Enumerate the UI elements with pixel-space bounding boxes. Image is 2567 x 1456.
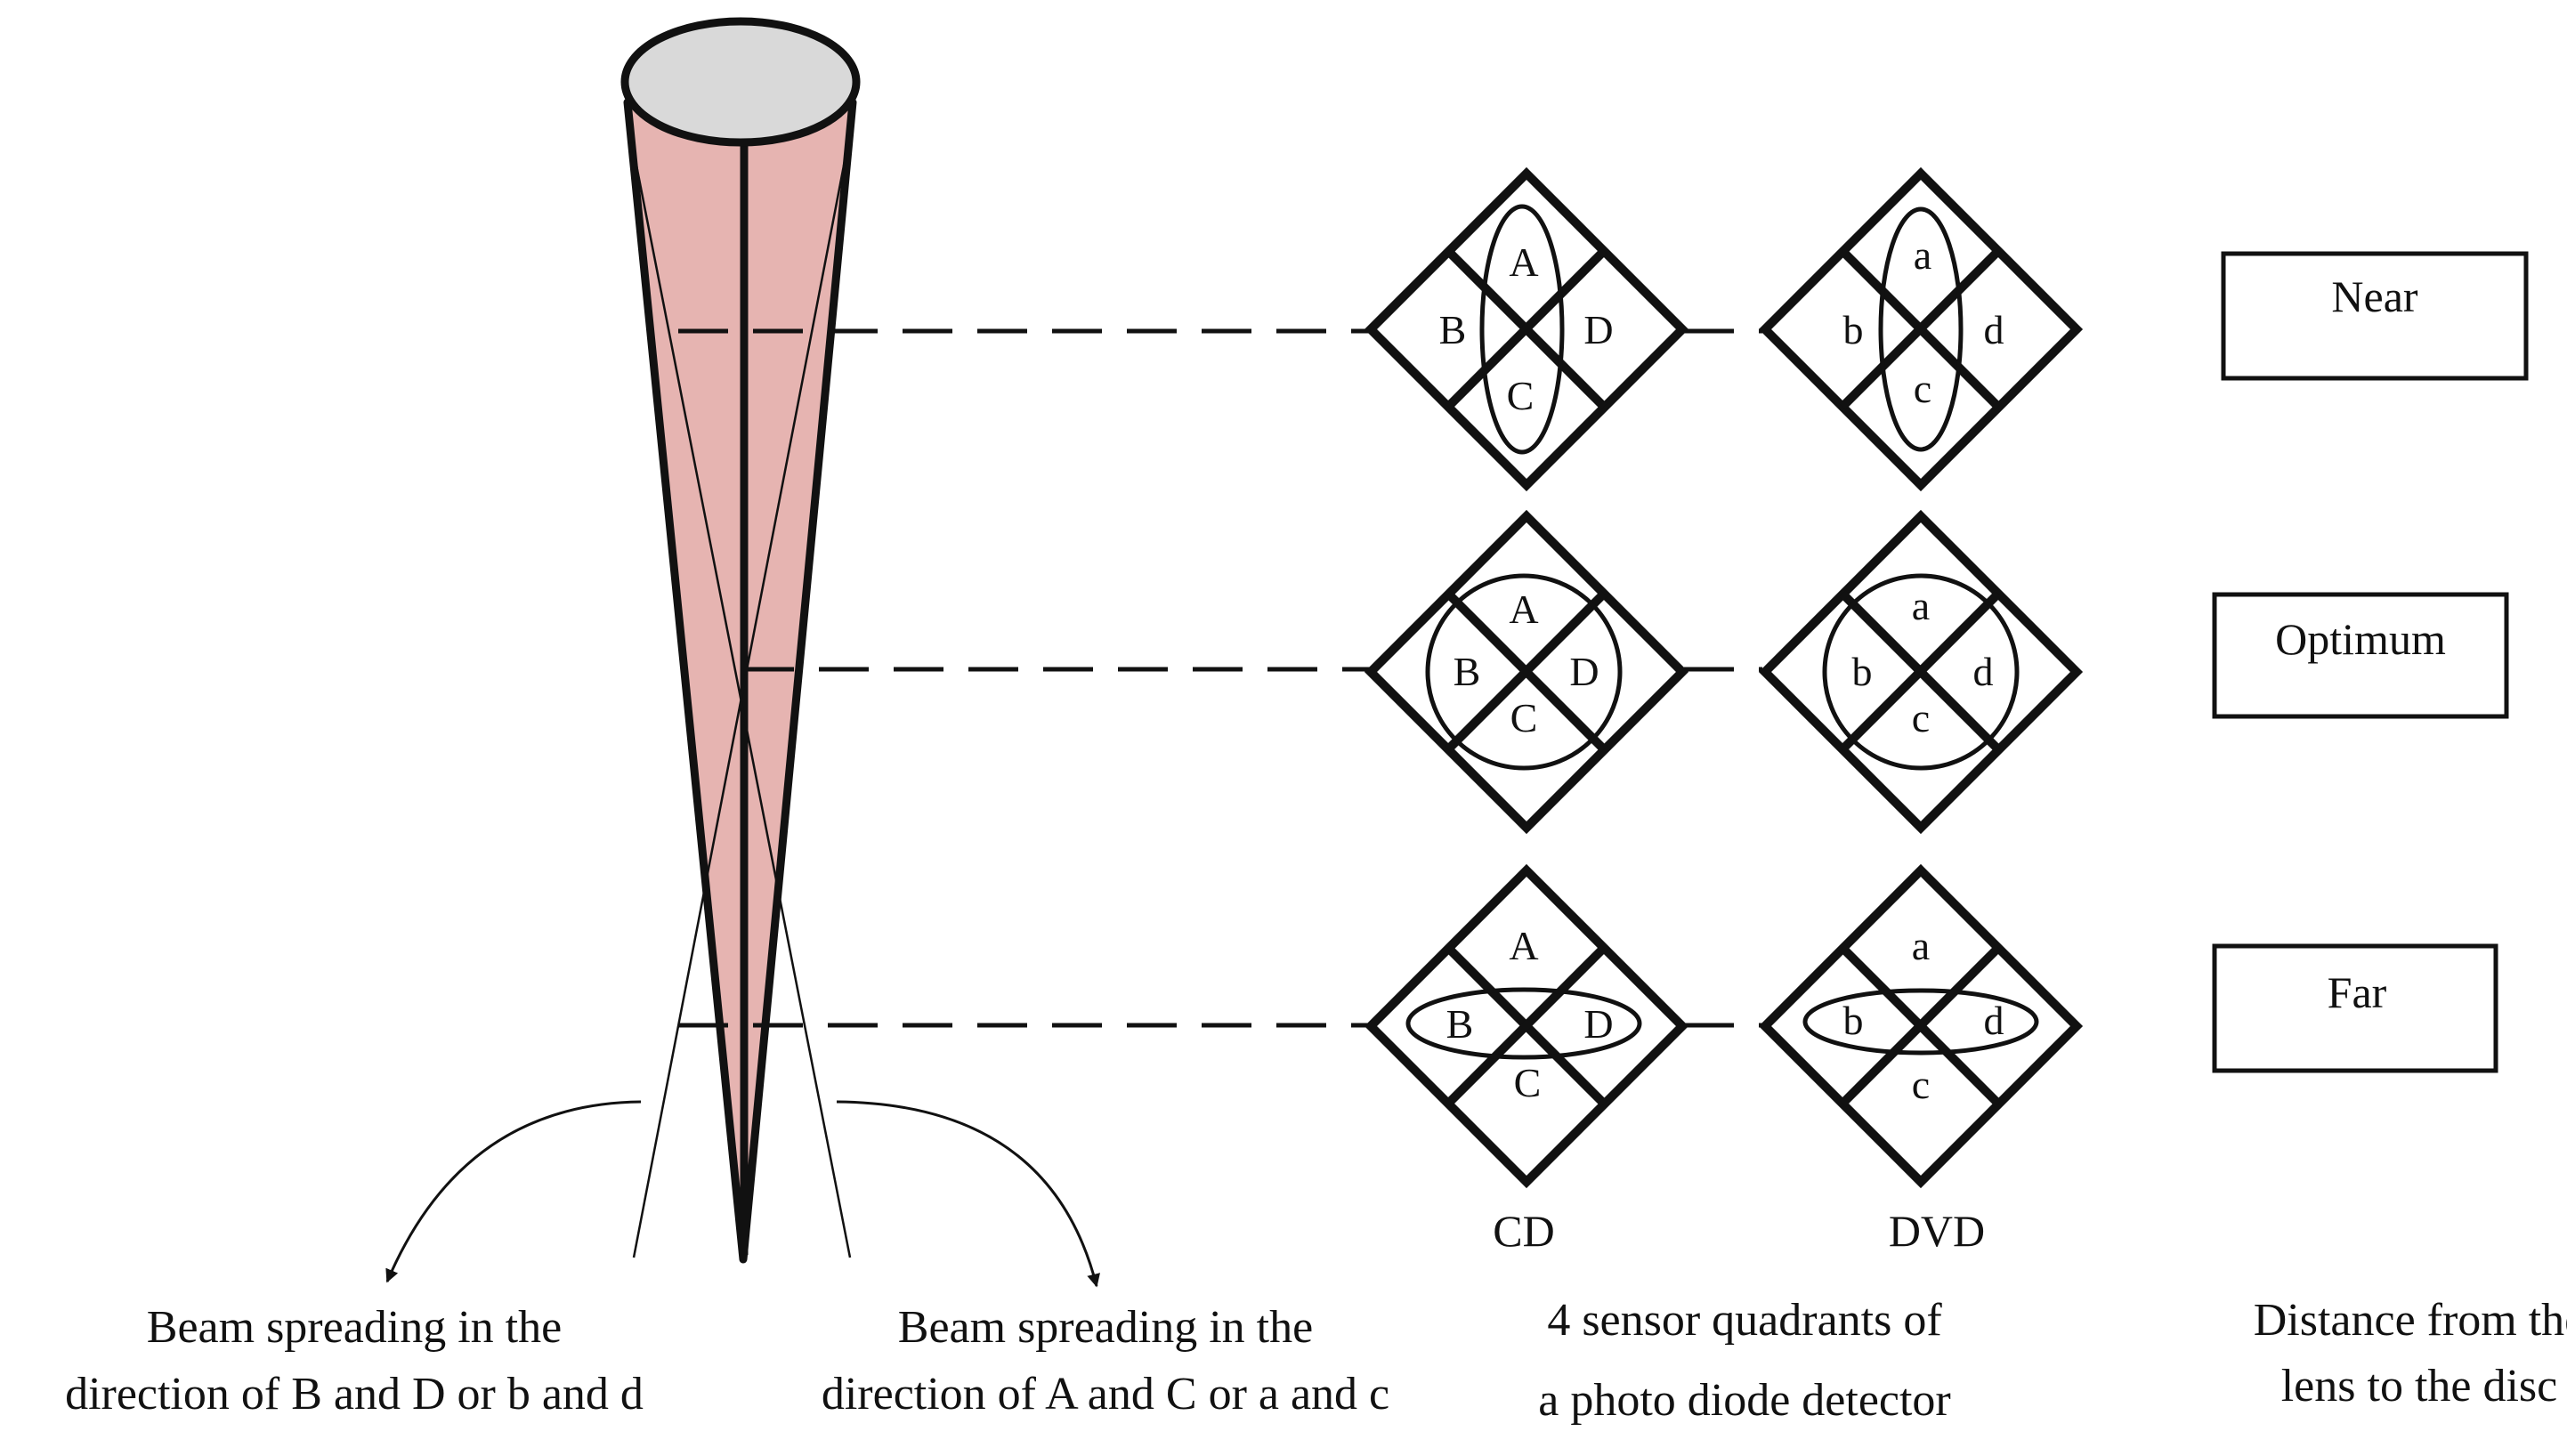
quadrant-label-right: D xyxy=(1583,307,1613,352)
column-label-cd: CD xyxy=(1493,1206,1554,1256)
detector-dvd-far: a b d c xyxy=(1758,863,2084,1189)
arrow-bd xyxy=(385,1100,642,1283)
far-label: Far xyxy=(2328,967,2387,1017)
quadrant-label-right: D xyxy=(1569,649,1599,694)
beam-spot-circle xyxy=(1822,573,2020,771)
quadrant-label-bottom: c xyxy=(1914,366,1931,411)
quadrant-label-bottom: C xyxy=(1507,373,1535,418)
quadrant-label-bottom: c xyxy=(1912,1062,1930,1107)
beam-spot-vertical xyxy=(1878,206,1964,452)
near-label: Near xyxy=(2331,271,2417,321)
quadrant-label-top: A xyxy=(1509,923,1538,968)
quadrant-label-right: d xyxy=(1973,649,1994,694)
near-label-box xyxy=(2221,251,2529,381)
quadrant-label-right: d xyxy=(1984,998,2004,1043)
quadrant-label-top: a xyxy=(1912,923,1930,968)
caption-ac-line1: Beam spreading in the xyxy=(898,1302,1313,1353)
caption-sensor-line1: 4 sensor quadrants of xyxy=(1547,1295,1942,1346)
quadrant-label-top: a xyxy=(1914,232,1931,278)
beam-spot-vertical xyxy=(1479,204,1565,455)
caption-distance-line1: Distance from the xyxy=(2254,1295,2567,1346)
quadrant-label-bottom: C xyxy=(1514,1060,1542,1105)
quadrant-label-top: A xyxy=(1509,586,1538,632)
detector-dvd-optimum: a b d c xyxy=(1758,509,2084,835)
quadrant-label-bottom: C xyxy=(1510,695,1538,740)
optimum-label: Optimum xyxy=(2275,614,2446,664)
quadrant-label-left: b xyxy=(1843,998,1864,1043)
quadrant-label-left: B xyxy=(1454,649,1481,694)
detector-cd-optimum: A B D C xyxy=(1364,509,1689,835)
quadrant-label-right: d xyxy=(1984,307,2004,352)
connector-lines xyxy=(678,328,1762,1028)
quadrant-label-left: B xyxy=(1439,307,1467,352)
detector-cd-far: A B D C xyxy=(1364,863,1689,1189)
quadrant-label-right: D xyxy=(1583,1001,1613,1047)
beam-spot-horizontal xyxy=(1802,988,2039,1056)
laser-beam xyxy=(620,17,861,1264)
detector-dvd-near: a b d c xyxy=(1758,166,2084,492)
spread-arrows xyxy=(385,1100,1100,1288)
caption-bd-line1: Beam spreading in the xyxy=(147,1302,562,1353)
quadrant-label-bottom: c xyxy=(1912,695,1930,740)
quadrant-label-top: A xyxy=(1509,239,1538,285)
caption-sensor-line2: a photo diode detector xyxy=(1538,1375,1951,1426)
quadrant-label-left: b xyxy=(1852,649,1873,694)
quadrant-label-top: a xyxy=(1912,583,1930,628)
quadrant-label-left: b xyxy=(1843,307,1864,352)
far-label-box xyxy=(2212,943,2498,1073)
caption-ac-line2: direction of A and C or a and c xyxy=(822,1369,1389,1420)
column-label-dvd: DVD xyxy=(1889,1206,1985,1256)
optimum-label-box xyxy=(2212,592,2509,719)
caption-bd-line2: direction of B and D or b and d xyxy=(65,1369,644,1420)
lens-ellipse xyxy=(620,17,861,147)
quadrant-label-left: B xyxy=(1446,1001,1474,1047)
arrow-ac xyxy=(836,1100,1100,1288)
beam-spot-circle xyxy=(1425,573,1623,771)
beam-spot-horizontal xyxy=(1405,987,1642,1060)
beam-ray-right xyxy=(632,142,850,1258)
caption-distance-line2: lens to the disc xyxy=(2281,1361,2558,1412)
detector-cd-near: A B D C xyxy=(1364,166,1689,492)
